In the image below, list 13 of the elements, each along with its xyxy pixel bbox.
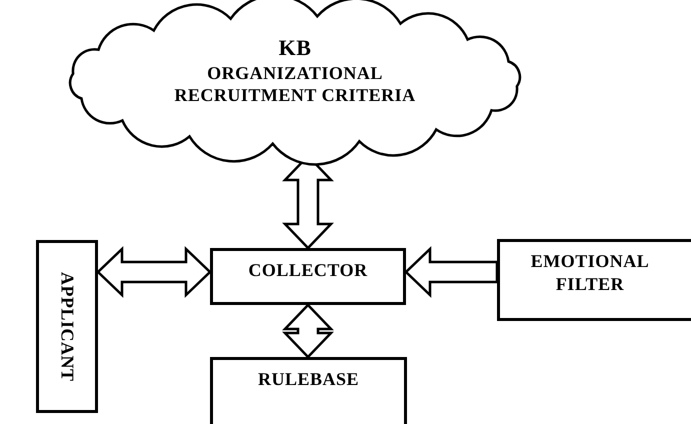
process-box [36,240,98,413]
process-box [210,357,407,424]
block-arrow [282,303,334,359]
node-label: ORGANIZATIONAL RECRUITMENT CRITERIA [173,62,417,106]
node-label: APPLICANT [56,272,78,382]
node-label: EMOTIONAL FILTER [530,250,650,295]
block-arrow [96,246,212,298]
process-box [497,239,691,321]
node-heading: KB [278,34,312,62]
node-label: RULEBASE [258,368,360,390]
block-arrow [404,246,498,298]
process-box [210,248,406,305]
node-label: COLLECTOR [248,259,368,282]
